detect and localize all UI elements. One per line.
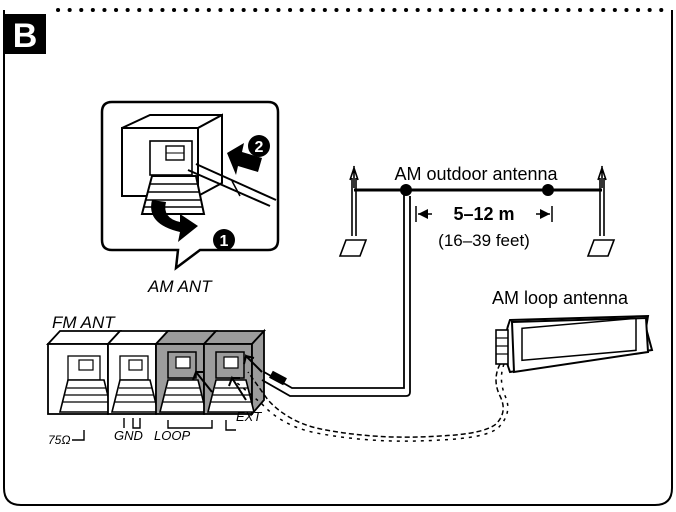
am-ext-terminal [201,328,267,417]
fm-ant-label: FM ANT [52,313,116,332]
arrow-into-ext-upper [243,354,263,373]
gnd-label: GND [114,428,143,443]
insert-wire-arrow [227,143,262,175]
loop-antenna-front [510,316,650,374]
callout-bubble: 1 2 [100,100,280,271]
outdoor-junction-right [542,184,554,196]
am-ant-label: AM ANT [147,277,213,296]
step-1-badge: 1 [213,229,235,251]
am-loop-antenna: AM loop antenna [235,288,654,442]
loop-antenna-panel [521,317,637,362]
step-1-number: 1 [220,233,229,250]
terminal-block: FM ANT AM ANT 75Ω GND LOOP EXT [45,277,267,447]
section-letter: B [13,17,38,55]
step-2-number: 2 [255,139,264,156]
outdoor-junction-left [400,184,412,196]
outdoor-right-pole [586,165,616,257]
fm-75-terminal [45,330,123,415]
outdoor-length-meters: 5–12 m [453,204,514,224]
am-loop-terminal [153,330,219,415]
bracket-ext [225,420,236,431]
bracket-loop [167,420,213,429]
section-badge: B [4,14,46,55]
loop-twisted-cable [247,363,504,438]
bracket-gnd [123,418,141,429]
outdoor-antenna-title: AM outdoor antenna [394,164,558,184]
arrow-into-loop [192,370,213,393]
lead-in-plug [269,370,287,386]
bracket-75 [72,430,85,441]
ext-label: EXT [236,409,262,424]
loop-antenna-title: AM loop antenna [492,288,629,308]
am-outdoor-antenna: AM outdoor antenna 5–12 m (16–39 feet) [261,164,616,397]
callout-wire [187,163,277,207]
outdoor-length-feet: (16–39 feet) [438,231,530,250]
outdoor-lead-in-cable [261,190,411,397]
loop-label: LOOP [154,428,190,443]
loop-antenna-connector [495,329,509,365]
length-dimension [415,206,553,222]
figure-frame [3,10,673,506]
step-2-badge: 2 [248,135,270,157]
press-lever-arrow [151,200,198,242]
loop-twisted-cable-b [235,363,509,442]
outdoor-left-pole [338,165,368,257]
arrow-into-ext [228,375,247,401]
section-badge-box [4,14,46,54]
ohm-75-label: 75Ω [48,433,70,447]
